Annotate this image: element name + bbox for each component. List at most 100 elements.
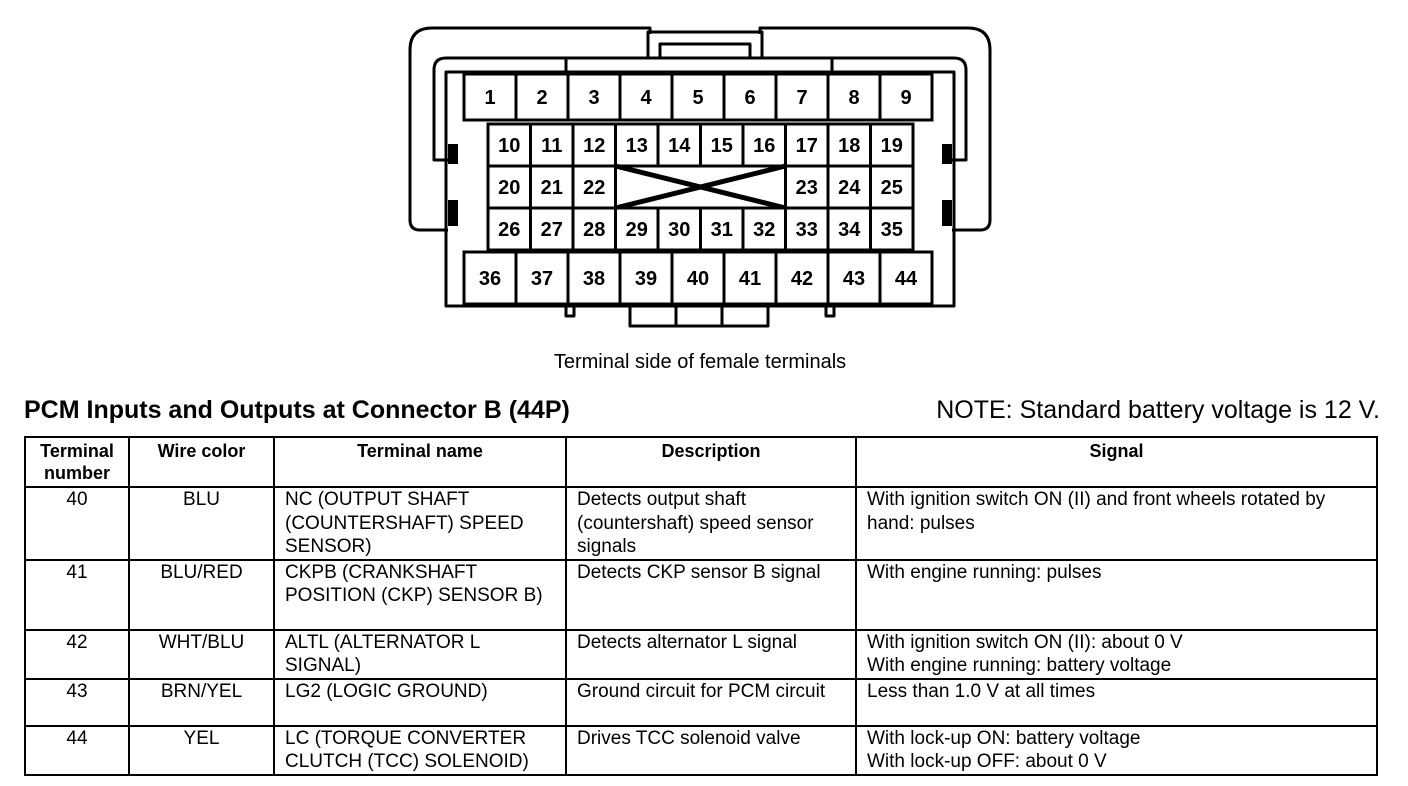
terminal-pin-13: 13 <box>614 122 660 168</box>
terminal-pin-label: 34 <box>838 219 861 241</box>
signal-line: With lock-up OFF: about 0 V <box>867 751 1107 772</box>
signal-line: With lock-up ON: battery voltage <box>867 727 1141 749</box>
terminal-pin-label: 6 <box>744 87 755 109</box>
terminal-pin-1: 1 <box>462 72 518 122</box>
terminal-pin-label: 14 <box>668 135 691 157</box>
terminal-pin-3: 3 <box>566 72 622 122</box>
terminal-pin-30: 30 <box>656 206 702 252</box>
terminal-pin-label: 19 <box>881 135 903 157</box>
terminal-pin-label: 38 <box>583 268 605 290</box>
terminal-pin-10: 10 <box>486 122 532 168</box>
terminal-pin-23: 23 <box>784 164 830 210</box>
column-header-terminal-number: Terminal number <box>24 436 130 488</box>
description-cell: Ground circuit for PCM circuit <box>565 677 857 727</box>
terminal-pin-label: 17 <box>796 135 818 157</box>
terminal-pin-label: 10 <box>498 135 520 157</box>
terminal-number-cell: 44 <box>24 724 130 776</box>
terminal-number-cell: 43 <box>24 677 130 727</box>
terminal-name-cell: ALTL (ALTERNATOR L SIGNAL) <box>273 628 567 680</box>
terminal-number-cell: 40 <box>24 486 130 561</box>
terminal-pin-label: 44 <box>895 268 918 290</box>
column-header-terminal-name: Terminal name <box>273 436 567 488</box>
terminal-pin-41: 41 <box>722 250 778 306</box>
terminal-pin-label: 1 <box>484 87 495 109</box>
terminal-pin-label: 3 <box>588 87 599 109</box>
terminal-pin-label: 39 <box>635 268 657 290</box>
column-header-signal: Signal <box>855 436 1378 488</box>
signal-line: With engine running: pulses <box>867 561 1102 583</box>
terminal-pin-label: 13 <box>626 135 648 157</box>
terminal-pin-label: 27 <box>541 219 563 241</box>
terminal-pin-label: 31 <box>711 219 733 241</box>
signal-cell: With engine running: pulses <box>855 558 1378 631</box>
unused-cavity-cross <box>614 163 787 211</box>
terminal-pin-label: 5 <box>692 87 703 109</box>
terminal-pin-label: 40 <box>687 268 709 290</box>
terminal-pin-8: 8 <box>826 72 882 122</box>
terminal-pin-label: 15 <box>711 135 733 157</box>
terminal-pin-19: 19 <box>869 122 915 168</box>
terminal-pin-11: 11 <box>529 122 575 168</box>
terminal-pin-label: 26 <box>498 219 520 241</box>
wire-color-cell: BLU/RED <box>128 558 275 631</box>
signal-cell: With ignition switch ON (II) and front w… <box>855 486 1378 561</box>
terminal-pin-label: 16 <box>753 135 775 157</box>
terminal-pin-label: 9 <box>900 87 911 109</box>
terminal-pin-38: 38 <box>566 250 622 306</box>
description-cell: Detects CKP sensor B signal <box>565 558 857 631</box>
terminal-pin-40: 40 <box>670 250 726 306</box>
terminal-pin-label: 36 <box>479 268 501 290</box>
description-cell: Detects output shaft (countershaft) spee… <box>565 486 857 561</box>
terminal-name-cell: LC (TORQUE CONVERTER CLUTCH (TCC) SOLENO… <box>273 724 567 776</box>
battery-voltage-note: NOTE: Standard battery voltage is 12 V. <box>936 396 1380 424</box>
section-title: PCM Inputs and Outputs at Connector B (4… <box>24 396 570 424</box>
terminal-pin-label: 4 <box>640 87 652 109</box>
terminal-pin-label: 24 <box>838 177 861 199</box>
terminal-pin-24: 24 <box>826 164 872 210</box>
terminal-pin-44: 44 <box>878 250 934 306</box>
terminal-name-cell: CKPB (CRANKSHAFT POSITION (CKP) SENSOR B… <box>273 558 567 631</box>
connector-top-key <box>646 30 764 58</box>
terminal-pin-label: 41 <box>739 268 761 290</box>
terminal-pin-31: 31 <box>699 206 745 252</box>
terminal-pin-26: 26 <box>486 206 532 252</box>
terminal-pin-39: 39 <box>618 250 674 306</box>
diagram-caption: Terminal side of female terminals <box>553 351 847 373</box>
connector-body <box>444 70 956 308</box>
signal-line: With ignition switch ON (II) and front w… <box>867 489 1326 534</box>
terminal-pin-label: 11 <box>541 135 562 157</box>
terminal-pin-label: 22 <box>583 177 605 199</box>
terminal-pin-27: 27 <box>529 206 575 252</box>
wire-color-cell: WHT/BLU <box>128 628 275 680</box>
terminal-pin-14: 14 <box>656 122 702 168</box>
terminal-pin-29: 29 <box>614 206 660 252</box>
terminal-pin-42: 42 <box>774 250 830 306</box>
terminal-pin-35: 35 <box>869 206 915 252</box>
terminal-pin-label: 30 <box>668 219 690 241</box>
signal-cell: Less than 1.0 V at all times <box>855 677 1378 727</box>
connector-latch-frame <box>408 26 992 232</box>
terminal-pin-28: 28 <box>571 206 617 252</box>
terminal-pin-34: 34 <box>826 206 872 252</box>
terminal-pin-20: 20 <box>486 164 532 210</box>
terminal-pin-33: 33 <box>784 206 830 252</box>
terminal-pin-15: 15 <box>699 122 745 168</box>
terminal-pin-12: 12 <box>571 122 617 168</box>
terminal-pin-6: 6 <box>722 72 778 122</box>
wire-color-cell: BLU <box>128 486 275 561</box>
terminal-pin-label: 25 <box>881 177 903 199</box>
terminal-pin-label: 20 <box>498 177 520 199</box>
wire-color-cell: YEL <box>128 724 275 776</box>
terminal-pin-label: 2 <box>536 87 547 109</box>
description-cell: Drives TCC solenoid valve <box>565 724 857 776</box>
terminal-pin-label: 42 <box>791 268 813 290</box>
terminal-number-cell: 41 <box>24 558 130 631</box>
terminal-pin-21: 21 <box>529 164 575 210</box>
terminal-pin-32: 32 <box>741 206 787 252</box>
terminal-pin-label: 18 <box>838 135 860 157</box>
